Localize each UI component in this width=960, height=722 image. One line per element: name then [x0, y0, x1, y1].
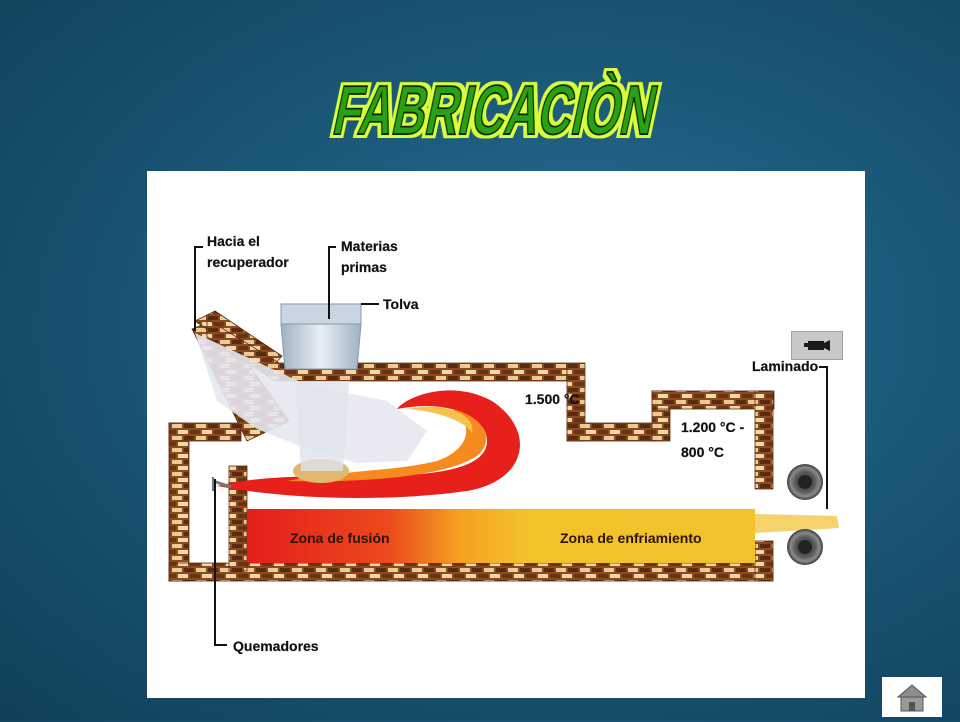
- rolling-mill: [787, 464, 823, 565]
- label-quemadores: Quemadores: [233, 638, 319, 654]
- glass-ribbon: [755, 514, 839, 533]
- label-temp-enfriamiento-1: 1.200 °C -: [681, 419, 745, 435]
- video-button[interactable]: [791, 331, 843, 360]
- video-camera-icon: [804, 340, 830, 351]
- label-temp-fusion: 1.500 °C: [525, 391, 580, 407]
- leader-lines: [194, 246, 828, 646]
- home-button[interactable]: [882, 677, 942, 717]
- label-hacia-el: Hacia el: [207, 233, 260, 249]
- home-icon: [896, 684, 928, 712]
- hopper: [280, 303, 362, 370]
- slide-title: FABRICACIÒN: [327, 70, 666, 148]
- label-zona-enfriamiento: Zona de enfriamiento: [560, 530, 702, 546]
- label-laminado: Laminado: [752, 358, 818, 374]
- label-zona-fusion: Zona de fusión: [290, 530, 390, 546]
- glass-furnace-diagram: Hacia el recuperador Materias primas Tol…: [168, 233, 839, 654]
- label-primas: primas: [341, 259, 387, 275]
- label-recuperador: recuperador: [207, 254, 289, 270]
- label-materias: Materias: [341, 238, 398, 254]
- label-tolva: Tolva: [383, 296, 419, 312]
- label-temp-enfriamiento-2: 800 °C: [681, 444, 724, 460]
- burner-flame: [217, 390, 520, 498]
- slide-title-text: FABRICACIÒN: [328, 71, 665, 148]
- furnace-diagram-panel: Hacia el recuperador Materias primas Tol…: [147, 171, 865, 698]
- molten-glass-bath: [247, 509, 755, 563]
